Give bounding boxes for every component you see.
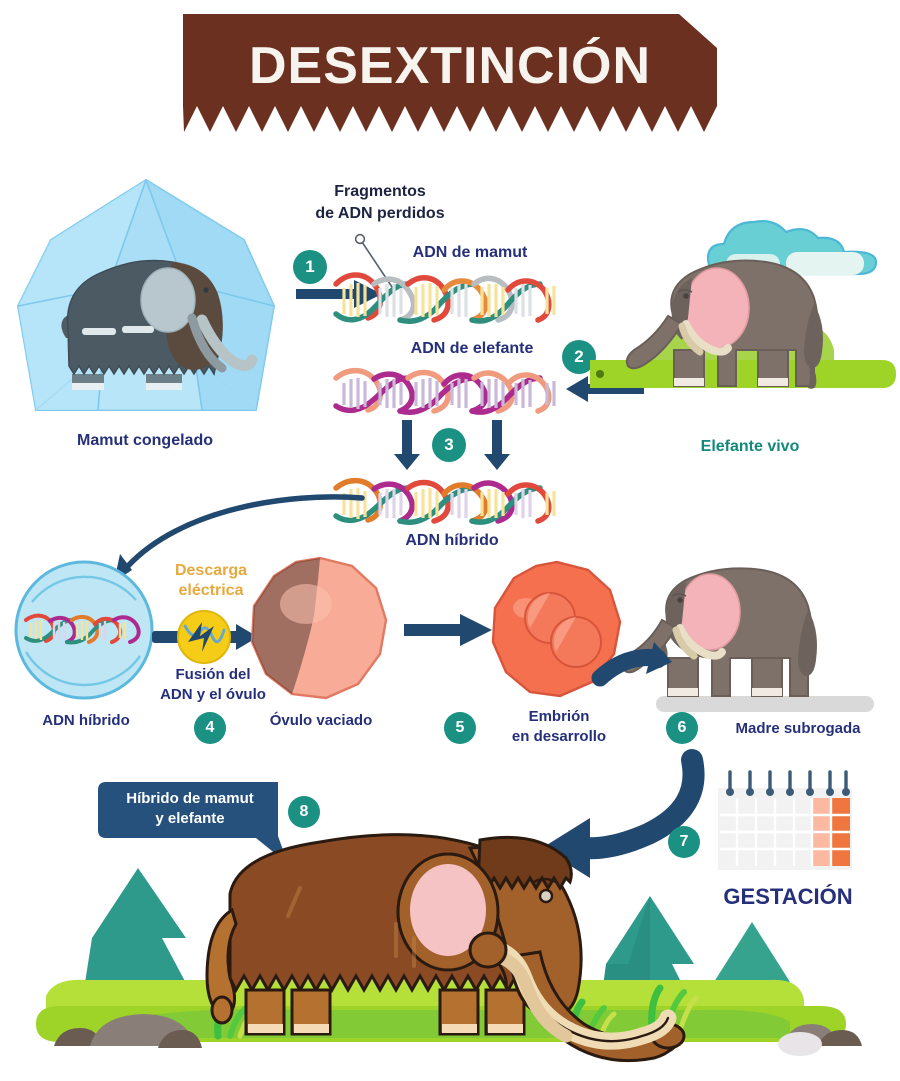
embryo-illustration (490, 560, 624, 702)
gestation-arrow-icon (532, 749, 722, 878)
step-badge-8[interactable]: 8 (288, 796, 320, 828)
lost-fragments-label-line2: de ADN perdidos (315, 205, 445, 222)
step-badge-4[interactable]: 4 (194, 712, 226, 744)
step3-arrows-icon (394, 420, 516, 472)
step-badge-3[interactable]: 3 (432, 428, 466, 462)
live-elephant-label: Elefante vivo (700, 438, 800, 455)
surrogate-mother-label: Madre subrogada (735, 720, 861, 737)
step-badge-7[interactable]: 7 (668, 826, 700, 858)
frozen-mammoth-label: Mamut congelado (76, 432, 213, 449)
fusion-label-line1: Fusión del (175, 666, 251, 683)
surrogate-elephant-icon (621, 567, 817, 697)
fusion-connector-icon (152, 608, 262, 666)
step1-arrow-icon (296, 277, 386, 311)
hybrid-dna-label: ADN híbrido (405, 532, 499, 549)
rocks-icon (54, 1014, 862, 1056)
frozen-mammoth-icon (61, 259, 258, 390)
embryo-label-line2: en desarrollo (511, 728, 607, 745)
frozen-mammoth-illustration (6, 178, 286, 438)
emptied-ovum-label: Óvulo vaciado (269, 712, 373, 729)
hybrid-bubble-label-line1: Híbrido de mamut (126, 790, 254, 807)
hybrid-mammoth-scene (0, 833, 900, 1081)
mammoth-dna-label: ADN de mamut (412, 244, 528, 261)
page-title: DESEXTINCIÓN (248, 37, 652, 95)
step-badge-6[interactable]: 6 (666, 712, 698, 744)
step-badge-1[interactable]: 1 (293, 250, 327, 284)
hybrid-dna-helix-icon (333, 475, 564, 529)
gestation-label: GESTACIÓN (723, 884, 853, 909)
hybrid-bubble-label-line2: y elefante (155, 810, 225, 827)
ovum-to-embryo-arrow-icon (404, 612, 494, 648)
embryo-implant-arrow-icon (591, 642, 672, 687)
hybrid-dna-cell-illustration (10, 556, 158, 704)
live-elephant-icon (625, 259, 823, 389)
surrogate-mother-illustration (591, 550, 894, 720)
lost-fragments-label-line1: Fragmentos (334, 183, 426, 200)
mammoth-dna-helix-icon (333, 270, 564, 328)
hybrid-dna-cell-label: ADN híbrido (42, 712, 130, 729)
elephant-dna-helix-icon (333, 366, 564, 418)
fusion-label-line2: ADN y el óvulo (160, 686, 266, 703)
step2-arrow-icon (566, 374, 646, 404)
live-elephant-illustration (590, 200, 900, 430)
electric-discharge-label-line2: eléctrica (178, 582, 244, 599)
embryo-label-line1: Embrión (528, 708, 590, 725)
title-banner: DESEXTINCIÓN (183, 14, 717, 132)
electric-discharge-label-line1: Descarga (174, 562, 248, 579)
hybrid-speech-bubble (98, 782, 318, 868)
hybrid-mammoth-icon (205, 833, 686, 1063)
calendar-icon (712, 770, 858, 880)
emptied-ovum-illustration (248, 556, 392, 704)
elephant-dna-label: ADN de elefante (410, 340, 534, 357)
step-badge-5[interactable]: 5 (444, 712, 476, 744)
fragment-pointer-icon (352, 232, 412, 294)
